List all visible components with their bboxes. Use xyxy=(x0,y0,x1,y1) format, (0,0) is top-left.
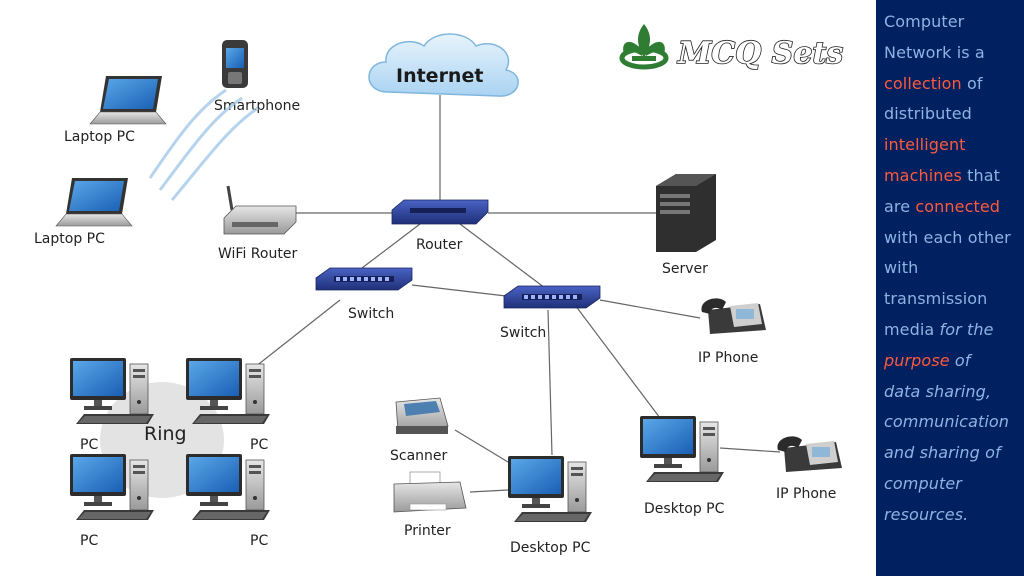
pc-label: PC xyxy=(80,533,98,549)
ip-phone-icon xyxy=(701,298,766,334)
definition-segment: Network is a xyxy=(884,42,985,62)
definition-segment: transmission xyxy=(884,289,988,309)
definition-line: machines that xyxy=(884,161,1024,192)
definition-segment: communication xyxy=(884,412,1010,432)
definition-segment: Computer xyxy=(884,12,965,31)
scanner-icon xyxy=(395,397,449,434)
desktop-pc-label-1: Desktop PC xyxy=(510,540,591,556)
printer-icon xyxy=(393,471,467,513)
wifi-router-icon xyxy=(223,185,297,235)
definition-line: Computer xyxy=(884,7,1024,38)
pc-label: PC xyxy=(250,533,268,549)
definition-line: with xyxy=(884,253,1024,284)
pc-label: PC xyxy=(250,437,268,453)
laptop-icon xyxy=(89,75,167,125)
server-label: Server xyxy=(662,261,708,277)
desktop-pc-icon xyxy=(70,454,154,520)
desktop-pc-icon xyxy=(70,358,154,424)
definition-segment: that xyxy=(961,165,1000,185)
switch-label-1: Switch xyxy=(348,306,394,322)
definition-line: resources. xyxy=(884,500,1024,531)
desktop-pc-icon xyxy=(186,454,270,520)
definition-line: distributed xyxy=(884,99,1024,130)
ring-label: Ring xyxy=(144,423,187,445)
server-icon xyxy=(656,174,716,252)
definition-segment: machines xyxy=(884,165,962,185)
definition-line: intelligent xyxy=(884,130,1024,161)
wifi-waves-icon xyxy=(148,88,259,201)
definition-segment: of xyxy=(961,73,983,93)
wifi-router-label: WiFi Router xyxy=(218,246,297,262)
definition-segment: connected xyxy=(915,196,1001,216)
definition-segment: media xyxy=(884,319,940,339)
definition-line: purpose of xyxy=(884,346,1024,377)
internet-cloud-icon xyxy=(368,33,519,97)
logo-text: MCQ Sets xyxy=(677,36,843,71)
desktop-pc-icon xyxy=(640,416,724,482)
definition-line: media for the xyxy=(884,315,1024,346)
definition-segment: for the xyxy=(939,319,994,339)
definition-segment: computer xyxy=(884,473,962,493)
definition-line: are connected xyxy=(884,192,1024,223)
switch-icon xyxy=(315,267,413,291)
router-label: Router xyxy=(416,237,463,253)
definition-line: with each other xyxy=(884,223,1024,254)
desktop-pc-icon xyxy=(508,456,592,522)
definition-line: data sharing, xyxy=(884,377,1024,408)
switch-icon xyxy=(503,285,601,309)
definition-segment: resources. xyxy=(884,504,969,524)
connection-lines xyxy=(254,95,781,493)
network-diagram-svg: Internet MCQ Sets Smartphone Laptop PC L… xyxy=(34,24,844,556)
fleur-de-lis-icon xyxy=(619,24,669,70)
ip-phone-label-2: IP Phone xyxy=(776,486,836,502)
pc-label: PC xyxy=(80,437,98,453)
definition-segment: collection xyxy=(884,73,962,93)
router-icon xyxy=(391,199,489,225)
definition-segment: with each other xyxy=(884,227,1011,247)
smartphone-icon xyxy=(222,40,248,88)
definition-segment: data sharing, xyxy=(884,381,992,401)
internet-label: Internet xyxy=(396,65,483,87)
desktop-pc-label-2: Desktop PC xyxy=(644,501,725,517)
definition-segment: distributed xyxy=(884,104,972,124)
definition-line: transmission xyxy=(884,284,1024,315)
definition-line: collection of xyxy=(884,69,1024,100)
definition-segment: with xyxy=(884,258,919,278)
laptop-label-1: Laptop PC xyxy=(64,129,135,145)
definition-segment: and sharing of xyxy=(884,443,1001,463)
definition-line: Network is a xyxy=(884,38,1024,69)
mcq-sets-logo: MCQ Sets xyxy=(619,24,844,72)
switch-label-2: Switch xyxy=(500,325,546,341)
definition-line: computer xyxy=(884,469,1024,500)
ring-network: Ring PC PC PC PC xyxy=(70,358,270,549)
definition-line: communication xyxy=(884,407,1024,438)
printer-label: Printer xyxy=(404,523,451,539)
scanner-label: Scanner xyxy=(390,448,448,464)
ip-phone-icon xyxy=(777,436,842,472)
definition-segment: intelligent xyxy=(884,135,966,155)
definition-segment: are xyxy=(884,196,916,216)
definition-line: and sharing of xyxy=(884,438,1024,469)
laptop-label-2: Laptop PC xyxy=(34,231,105,247)
laptop-icon xyxy=(55,177,133,227)
definition-segment: purpose xyxy=(884,350,950,370)
network-diagram: Internet MCQ Sets Smartphone Laptop PC L… xyxy=(34,24,845,556)
definition-segment: of xyxy=(949,350,971,370)
ip-phone-label-1: IP Phone xyxy=(698,350,758,366)
